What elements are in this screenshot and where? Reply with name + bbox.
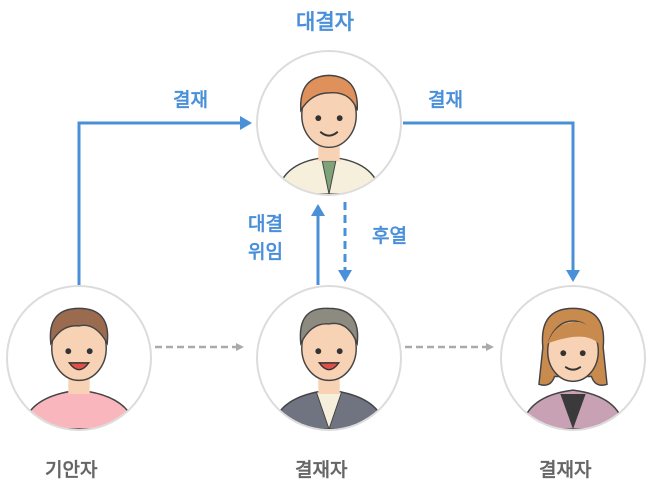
approve-label-left: 결재 <box>173 89 208 111</box>
delegation-label-2: 위임 <box>248 241 283 263</box>
post-review-label: 후열 <box>372 225 407 247</box>
delegation-label-1: 대결 <box>248 213 283 235</box>
approver-avatar-1 <box>256 285 402 431</box>
arrow-delegate-to-approver <box>403 121 580 282</box>
delegate-avatar <box>256 50 402 196</box>
drafter-avatar <box>6 285 152 431</box>
approver-avatar-2 <box>500 285 646 431</box>
node-label-drafter: 기안자 <box>45 459 98 481</box>
arrow-drafter-to-delegate <box>77 116 252 285</box>
node-label-approver-1: 결재자 <box>295 459 348 481</box>
node-label-approver-2: 결재자 <box>539 459 592 481</box>
delegate-title: 대결자 <box>296 10 354 34</box>
approve-label-right: 결재 <box>428 89 463 111</box>
